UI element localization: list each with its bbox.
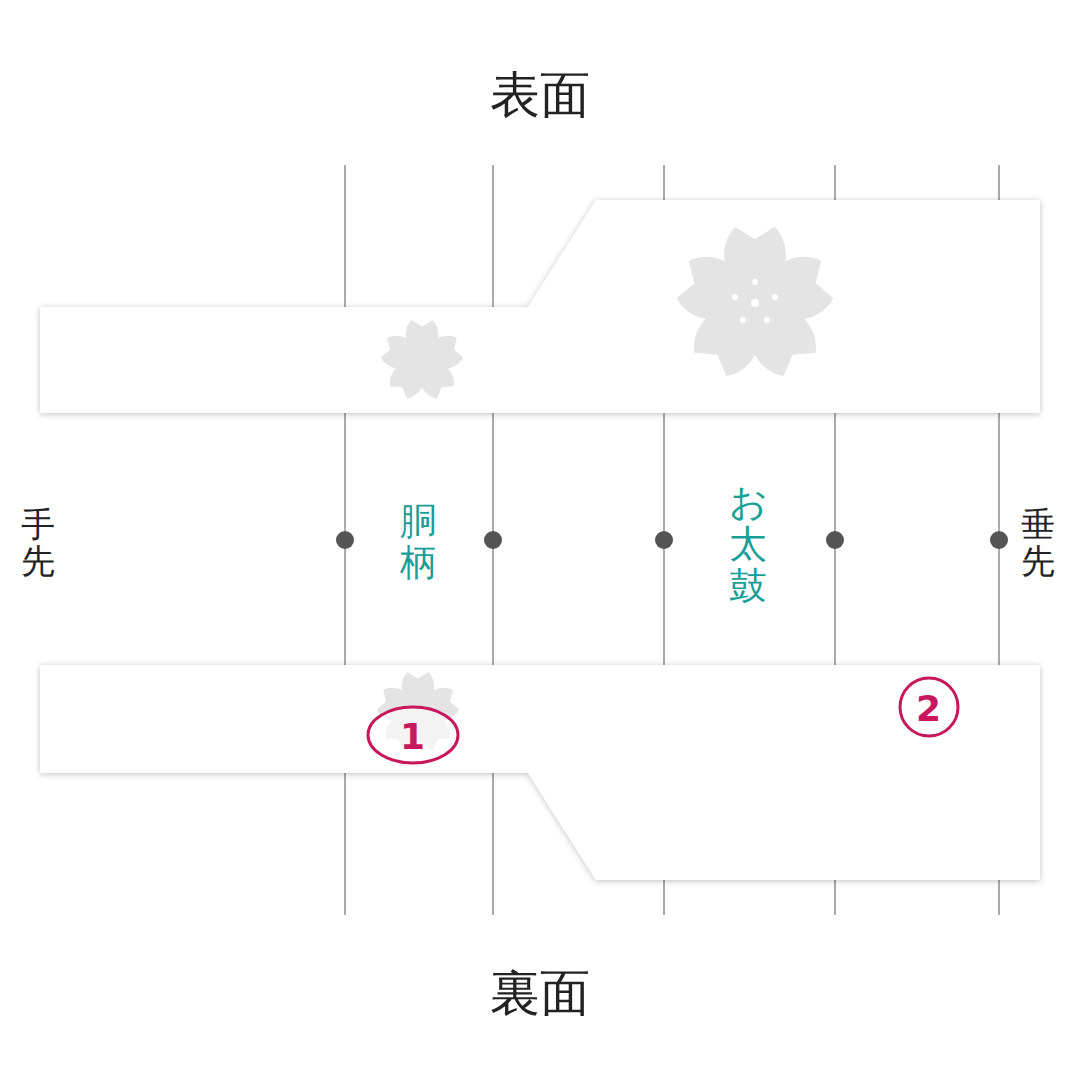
face-heading: 裏面 xyxy=(490,960,590,1027)
obi-back-band xyxy=(40,665,1040,880)
sakura-stamens xyxy=(732,279,778,323)
section-label: お太鼓 xyxy=(729,482,767,607)
end-label: 手先 xyxy=(21,506,55,581)
obi-front-band xyxy=(40,200,1040,413)
end-label: 垂先 xyxy=(1021,506,1055,581)
section-label: 胴柄 xyxy=(400,502,437,583)
callout-rings xyxy=(368,678,958,763)
face-heading: 表面 xyxy=(490,62,590,129)
sakura-motif xyxy=(375,227,837,754)
callout-number: 1 xyxy=(400,716,425,757)
callout-number: 2 xyxy=(916,688,941,729)
